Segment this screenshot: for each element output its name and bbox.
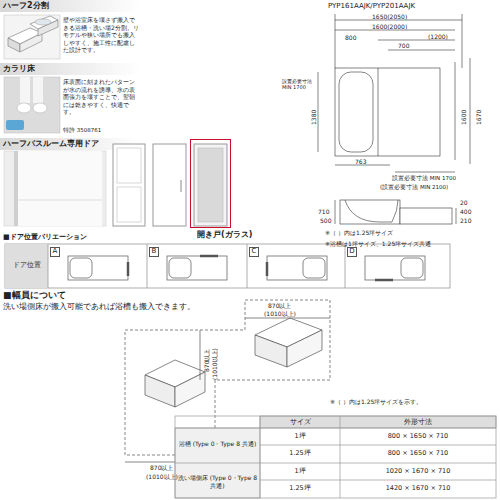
- cell-text: C: [252, 248, 257, 256]
- dimension: 870以上: [268, 302, 291, 310]
- table-cell: 1.25坪: [260, 484, 340, 492]
- dimension: 設置必要寸法 MIN 1700: [282, 78, 316, 91]
- dimension: (設置必要寸法 MIN 2100): [380, 184, 448, 191]
- dimension: 1600: [460, 110, 468, 125]
- dimension: 700: [398, 42, 409, 50]
- note-text: ※浴槽は1坪サイズ、1.25坪サイズ共通: [325, 240, 431, 248]
- patent-number: 特許 3508761: [63, 127, 101, 134]
- cell-text: ドア位置: [13, 262, 41, 270]
- feature-heading: ハーフバスルーム専用ドア: [3, 139, 99, 149]
- note-text: ※（ ）内は1.25坪サイズ: [325, 229, 393, 237]
- dimension: 870以上: [150, 464, 173, 472]
- dimension: 710: [318, 208, 329, 216]
- feature-heading: ハーフ2分割: [3, 1, 49, 11]
- dimension: (1010以上): [264, 310, 296, 318]
- door-letter-box: A: [50, 247, 60, 257]
- table-cell: 1坪: [260, 467, 340, 475]
- note-text: ※（ ）内は1.25坪サイズを示す。: [330, 398, 422, 406]
- table-header: 外形寸法: [340, 418, 496, 426]
- door-type-label: 開き戸(ガラス): [197, 231, 252, 240]
- table-cell: 洗い場側床 (Type 0・Type 8 共通): [177, 474, 258, 489]
- dimension: 800: [345, 34, 356, 42]
- feature-text: 床表面に刻まれたパターンが水の流れを誘導、水の表面張力を壊すことで、翌朝には乾き…: [63, 78, 139, 116]
- dimension: 500: [320, 217, 331, 225]
- table-cell: 1.25坪: [260, 449, 340, 457]
- feature-text: 壁や浴室床を壊さず搬入できる浴槽・洗い場2分割。リモデルや狭い場所でも搬入しやす…: [63, 16, 139, 54]
- dimension: 1600(2000): [372, 23, 407, 31]
- dimension: 20: [460, 199, 468, 207]
- table-cell: 1坪: [260, 432, 340, 440]
- dimension: (1010以上): [211, 348, 219, 380]
- dimension: 763: [355, 158, 366, 166]
- cell-text: A: [53, 248, 58, 256]
- table-cell: 浴槽 (Type 0・Type 8 共通): [177, 440, 258, 448]
- table-cell: 1420 × 1670 × 710: [340, 484, 496, 492]
- dimension: (1010以上): [146, 473, 178, 481]
- dimension: 400: [460, 208, 471, 216]
- feature-heading: カラリ床: [3, 64, 35, 74]
- dimension: 210: [460, 217, 471, 225]
- dimension: 1670: [475, 110, 483, 125]
- table-cell: 800 × 1650 × 710: [340, 449, 496, 457]
- door-letter-box: B: [149, 247, 159, 257]
- door-letter-box: C: [249, 247, 259, 257]
- cell-text: B: [152, 248, 157, 256]
- dimension: 1380: [310, 110, 318, 125]
- dimension: 870以上: [203, 349, 211, 372]
- model-number: PYP161AAJK/PYP201AAJK: [328, 2, 415, 11]
- section-heading: ■幅員について: [3, 290, 66, 301]
- section-heading: ■ドア位置バリエーション: [3, 233, 87, 242]
- cell-text: D: [349, 248, 354, 256]
- door-letter-box: D: [347, 247, 357, 257]
- note-text: 洗い場側床が搬入可能であれば浴槽も搬入できます。: [3, 302, 195, 312]
- table-cell: 800 × 1650 × 710: [340, 432, 496, 440]
- table-header: サイズ: [260, 418, 340, 426]
- table-header-cell: ドア位置: [5, 244, 48, 288]
- table-cell: 1020 × 1670 × 710: [340, 467, 496, 475]
- dimension: 1650(2050): [372, 13, 407, 21]
- dimension: 設置必要寸法 MIN 1700: [392, 175, 456, 182]
- highlight-box: 開き戸(ガラス): [190, 139, 231, 228]
- dimension: (1200): [428, 33, 448, 41]
